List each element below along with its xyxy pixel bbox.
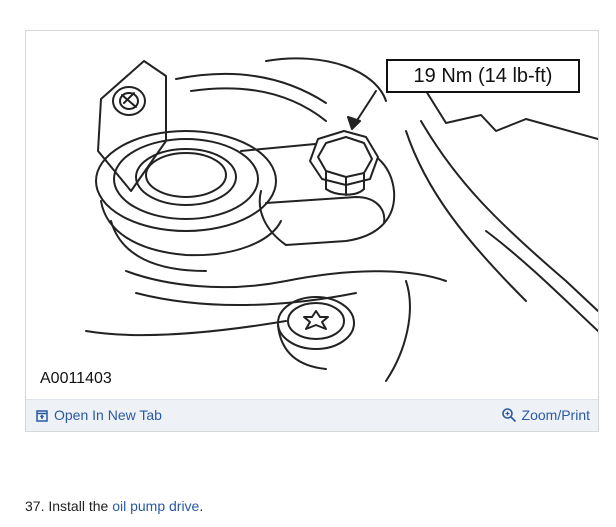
step-number: 37.	[25, 498, 45, 514]
oil-pump-drive-link[interactable]: oil pump drive	[112, 498, 200, 514]
step-instruction: 37. Install the oil pump drive.	[25, 498, 203, 514]
new-tab-icon	[36, 409, 48, 422]
figure-code: A0011403	[40, 370, 112, 387]
step-text-after: .	[199, 498, 204, 514]
torque-callout: 19 Nm (14 lb-ft)	[386, 59, 580, 93]
figure-frame: 19 Nm (14 lb-ft) A0011403 Open In New Ta…	[25, 30, 599, 432]
oil-pump-drive-illustration	[85, 57, 598, 382]
figure-toolbar: Open In New Tab Zoom/Print	[26, 399, 598, 431]
step-text-before: Install the	[48, 498, 109, 514]
open-in-new-tab-label: Open In New Tab	[54, 407, 162, 423]
zoom-print-button[interactable]: Zoom/Print	[501, 407, 590, 423]
zoom-print-label: Zoom/Print	[521, 407, 590, 423]
open-in-new-tab-button[interactable]: Open In New Tab	[36, 407, 162, 423]
magnifier-icon	[501, 408, 516, 423]
